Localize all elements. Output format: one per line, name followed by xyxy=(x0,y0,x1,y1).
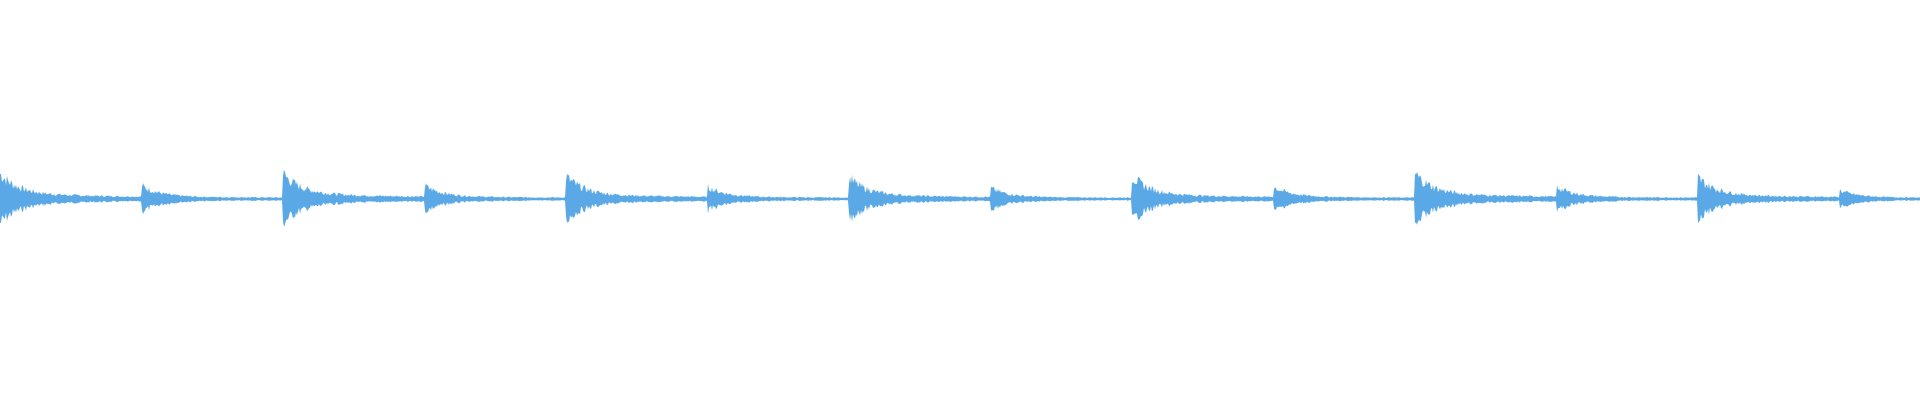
waveform-path xyxy=(0,169,1920,227)
